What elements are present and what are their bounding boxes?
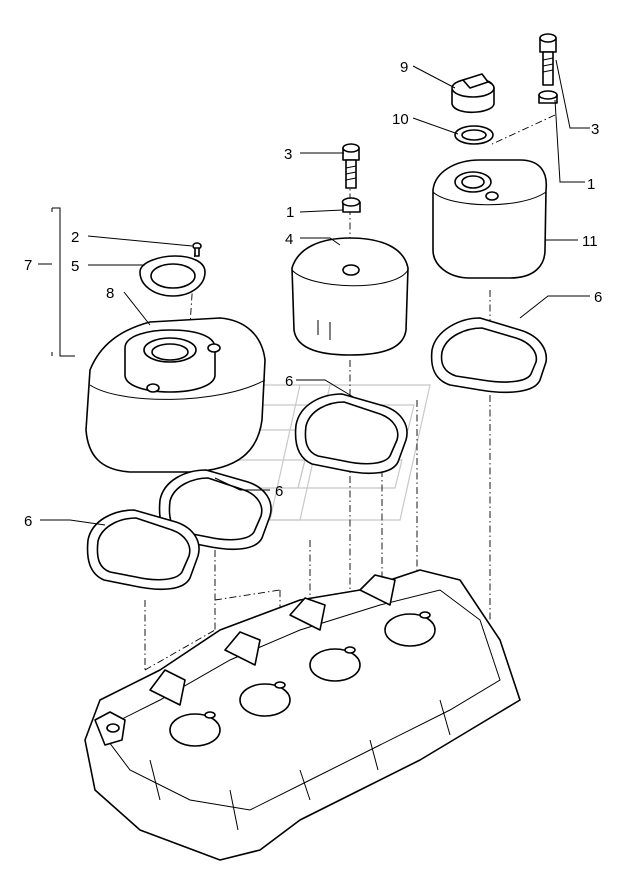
callout-2: 2 <box>71 229 79 246</box>
callout-11: 11 <box>582 233 598 250</box>
leader-lines <box>38 59 590 526</box>
retaining-plate <box>139 255 206 297</box>
bolt-top-right <box>539 33 557 86</box>
callout-1-center: 1 <box>286 204 294 221</box>
callout-8: 8 <box>106 285 114 302</box>
callout-6-left-upper: 6 <box>275 483 283 500</box>
callout-4: 4 <box>285 231 293 248</box>
gasket-left <box>86 509 200 591</box>
callout-labels: 9 10 3 1 11 3 1 4 2 7 5 8 6 6 6 6 <box>24 59 602 530</box>
cylinder-head <box>84 569 521 861</box>
breather-cover <box>432 159 548 279</box>
callout-6-right: 6 <box>594 289 602 306</box>
screw-small <box>192 242 202 257</box>
callout-6-left: 6 <box>24 513 32 530</box>
callout-7: 7 <box>24 257 32 274</box>
callout-5: 5 <box>71 258 79 275</box>
valve-cover-center <box>291 237 409 356</box>
callout-6-center: 6 <box>285 373 293 390</box>
bolt-center <box>342 143 360 189</box>
callout-3-center: 3 <box>284 146 292 163</box>
washer-top-right <box>538 90 558 104</box>
o-ring <box>454 125 494 145</box>
gasket-right <box>430 317 548 394</box>
callout-10: 10 <box>392 111 409 128</box>
callout-3-top: 3 <box>591 121 599 138</box>
gasket-center <box>294 393 408 475</box>
washer-center <box>341 197 361 213</box>
callout-9: 9 <box>400 59 408 76</box>
callout-1-top: 1 <box>587 176 595 193</box>
valve-cover-left <box>85 317 266 473</box>
oil-filler-cap <box>451 73 495 114</box>
